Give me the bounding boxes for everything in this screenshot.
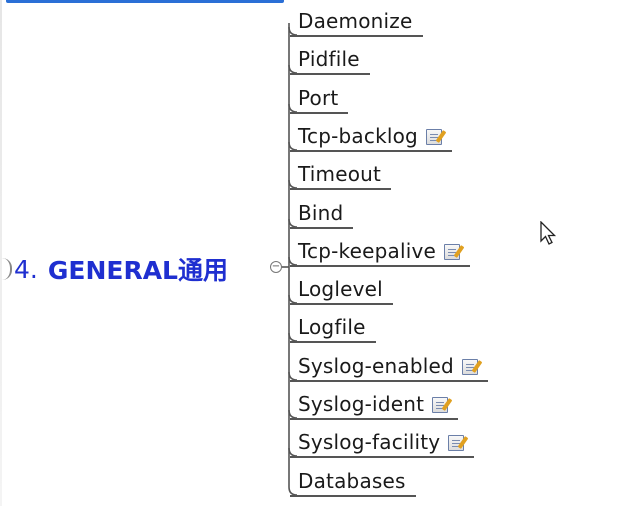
subtopic-underline — [290, 227, 354, 229]
branch-connector — [288, 256, 298, 266]
central-topic[interactable]: 4. GENERAL通用 — [0, 252, 228, 286]
subtopic-underline — [290, 456, 475, 458]
selection-bar — [6, 0, 284, 3]
subtopic-bind[interactable]: Bind — [290, 199, 354, 229]
branch-connector — [288, 371, 298, 381]
subtopic-syslog-ident[interactable]: Syslog-ident — [290, 390, 459, 420]
subtopic-underline — [290, 265, 471, 267]
subtopic-databases[interactable]: Databases — [290, 467, 416, 497]
subtopic-syslog-facility[interactable]: Syslog-facility — [290, 428, 475, 458]
central-topic-number: 4. — [14, 254, 38, 284]
subtopic-label: Pidfile — [298, 47, 360, 71]
branch-connector — [288, 141, 298, 151]
subtopic-label: Loglevel — [298, 277, 383, 301]
note-icon[interactable] — [444, 244, 461, 260]
subtopic-underline — [290, 380, 488, 382]
subtopic-underline — [290, 188, 392, 190]
branch-connector — [288, 64, 298, 74]
subtopic-tcp-backlog[interactable]: Tcp-backlog — [290, 122, 452, 152]
subtopic-underline — [290, 303, 393, 305]
branch-connector — [288, 26, 298, 36]
subtopic-label: Daemonize — [298, 9, 413, 33]
subtopic-label: Timeout — [298, 162, 382, 186]
subtopic-timeout[interactable]: Timeout — [290, 160, 392, 190]
subtopic-daemonize[interactable]: Daemonize — [290, 7, 423, 37]
subtopic-pidfile[interactable]: Pidfile — [290, 45, 370, 75]
subtopic-underline — [290, 495, 416, 497]
central-topic-title: GENERAL通用 — [47, 256, 228, 285]
subtopic-underline — [290, 341, 376, 343]
central-topic-edge — [0, 258, 12, 280]
subtopic-underline — [290, 73, 370, 75]
subtopic-logfile[interactable]: Logfile — [290, 313, 376, 343]
subtopic-label: Tcp-backlog — [298, 124, 418, 148]
subtopic-tcp-keepalive[interactable]: Tcp-keepalive — [290, 237, 471, 267]
subtopic-underline — [290, 418, 459, 420]
subtopic-label: Bind — [298, 201, 344, 225]
subtopic-underline — [290, 35, 423, 37]
subtopic-label: Logfile — [298, 315, 366, 339]
subtopic-loglevel[interactable]: Loglevel — [290, 275, 393, 305]
subtopic-syslog-enabled[interactable]: Syslog-enabled — [290, 352, 488, 382]
subtopic-label: Databases — [298, 469, 406, 493]
subtopic-label: Syslog-enabled — [298, 354, 454, 378]
subtopic-label: Port — [298, 86, 339, 110]
note-icon[interactable] — [448, 435, 465, 451]
note-icon[interactable] — [461, 359, 478, 375]
mouse-cursor-icon — [540, 221, 557, 245]
subtopic-label: Tcp-keepalive — [298, 239, 437, 263]
branch-connector — [288, 179, 298, 189]
subtopic-port[interactable]: Port — [290, 84, 349, 114]
branch-connector — [288, 103, 298, 113]
branch-connector — [288, 218, 298, 228]
branch-connector — [288, 486, 298, 496]
branch-connector — [288, 447, 298, 457]
branch-connector — [288, 294, 298, 304]
branch-connector — [288, 409, 298, 419]
subtopic-label: Syslog-facility — [298, 430, 441, 454]
branch-connector — [288, 332, 298, 342]
subtopic-underline — [290, 150, 452, 152]
subtopic-underline — [290, 112, 349, 114]
subtopic-label: Syslog-ident — [298, 392, 425, 416]
note-icon[interactable] — [425, 129, 442, 145]
canvas-left-edge — [0, 0, 2, 506]
note-icon[interactable] — [432, 397, 449, 413]
collapse-icon[interactable]: − — [270, 261, 282, 273]
